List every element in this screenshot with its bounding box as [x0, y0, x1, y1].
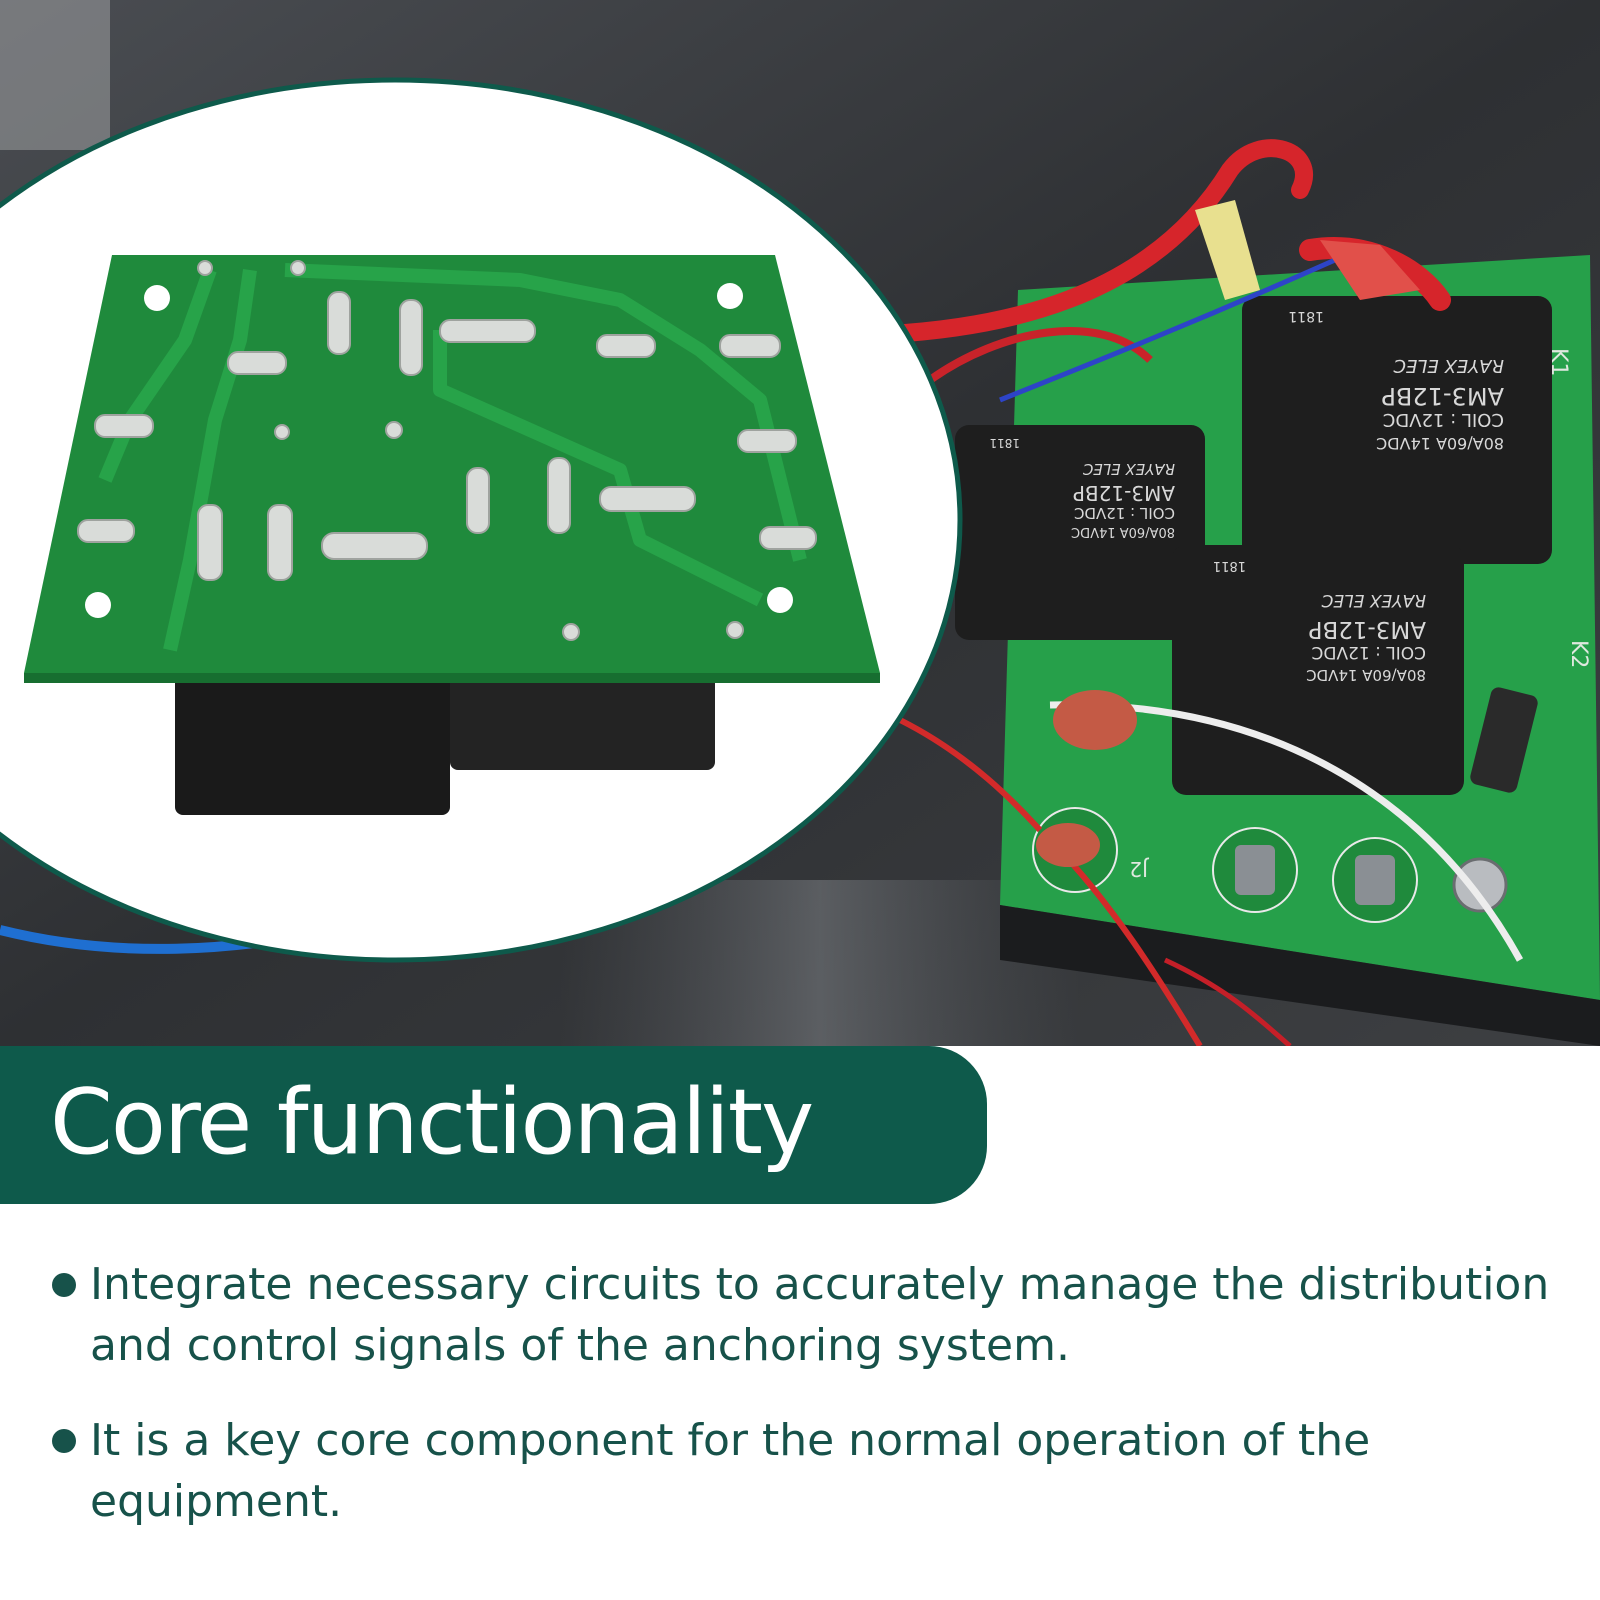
relay-code: 1811: [989, 436, 1020, 450]
mount-hole: [144, 285, 170, 311]
solder-pad: [197, 504, 223, 581]
inset-relay: [450, 670, 715, 770]
solder-point: [290, 260, 306, 276]
mount-hole: [717, 283, 743, 309]
solder-pad: [227, 351, 287, 375]
solder-point: [197, 260, 213, 276]
relay-brand: RAYEX ELEC: [1082, 460, 1175, 478]
solder-pad: [596, 334, 656, 358]
banner-title: Core functionality: [50, 1070, 814, 1175]
solder-pad: [719, 334, 781, 358]
relay-brand: RAYEX ELEC: [1321, 590, 1426, 610]
inset-pcb-edge: [24, 673, 880, 683]
solder-point: [274, 424, 290, 440]
relay-k1: RAYEX ELEC AM3-12BP COIL : 12VDC 80A/60A…: [1242, 296, 1552, 564]
relay-coil: COIL : 12VDC: [1312, 642, 1427, 662]
solder-pad: [547, 457, 571, 534]
feature-text: Integrate necessary circuits to accurate…: [90, 1259, 1550, 1371]
mount-hole: [85, 592, 111, 618]
product-photo: K1 K2 J2 J5 RAYEX ELEC AM3-12BP COIL : 1…: [0, 0, 1600, 1046]
wire-connector: [1195, 200, 1260, 300]
solder-pad: [267, 504, 293, 581]
inset-pcb: [24, 255, 880, 673]
solder-pad: [399, 299, 423, 376]
board-label-k2: K2: [1566, 640, 1591, 668]
wire-red: [1163, 957, 1292, 1046]
inset-relay: [175, 670, 450, 815]
solder-pad: [737, 429, 797, 453]
relay-code: 1811: [1288, 308, 1324, 324]
wire-connector: [1036, 823, 1100, 867]
solder-pad: [466, 467, 490, 534]
wire-blue: [999, 257, 1337, 403]
relay-model: AM3-12BP: [1308, 616, 1426, 642]
solder-point: [726, 621, 744, 639]
relay-rating: 80A/60A 14VDC: [1071, 524, 1175, 539]
wire-red: [927, 327, 1153, 384]
background-vent: [0, 0, 110, 150]
terminal-tab: [1355, 855, 1395, 905]
terminal-tab: [1235, 845, 1275, 895]
relay-coil: COIL : 12VDC: [1383, 409, 1504, 430]
bullet-icon: [52, 1429, 76, 1453]
relay-coil: COIL : 12VDC: [1074, 504, 1175, 522]
relay-rating: 80A/60A 14VDC: [1376, 434, 1504, 453]
solder-point: [562, 623, 580, 641]
solder-pad: [321, 532, 428, 560]
feature-list: Integrate necessary circuits to accurate…: [50, 1254, 1570, 1566]
wire-red: [861, 139, 1313, 344]
solder-pad: [599, 486, 696, 512]
solder-point: [385, 421, 403, 439]
bullet-icon: [52, 1273, 76, 1297]
mount-hole: [767, 587, 793, 613]
product-inset: [0, 77, 963, 963]
relay-rating: 80A/60A 14VDC: [1306, 666, 1426, 684]
installed-board: K1 K2 J2 J5 RAYEX ELEC AM3-12BP COIL : 1…: [0, 139, 1600, 1046]
feature-item: It is a key core component for the norma…: [50, 1410, 1570, 1532]
solder-pad: [327, 291, 351, 355]
feature-text: It is a key core component for the norma…: [90, 1415, 1371, 1527]
solder-pad: [94, 414, 154, 438]
board-label-j2: J2: [1129, 857, 1150, 881]
relay-model: AM3-12BP: [1073, 481, 1175, 505]
feature-item: Integrate necessary circuits to accurate…: [50, 1254, 1570, 1376]
board-shadow: [1000, 905, 1600, 1046]
relay-brand: RAYEX ELEC: [1393, 355, 1504, 376]
wire-connector: [1053, 690, 1137, 750]
solder-pad: [77, 519, 135, 543]
mount-screw: [1452, 857, 1508, 913]
diode: [1470, 687, 1538, 793]
wire-connector: [1320, 240, 1420, 300]
title-banner: Core functionality: [0, 1046, 987, 1204]
wire-red: [898, 717, 1043, 833]
solder-pad: [439, 319, 536, 343]
solder-pad: [759, 526, 817, 550]
relay-model: AM3-12BP: [1381, 382, 1504, 410]
relay-k3: RAYEX ELEC AM3-12BP COIL : 12VDC 80A/60A…: [955, 425, 1205, 640]
relay-code: 1811: [1213, 558, 1246, 573]
